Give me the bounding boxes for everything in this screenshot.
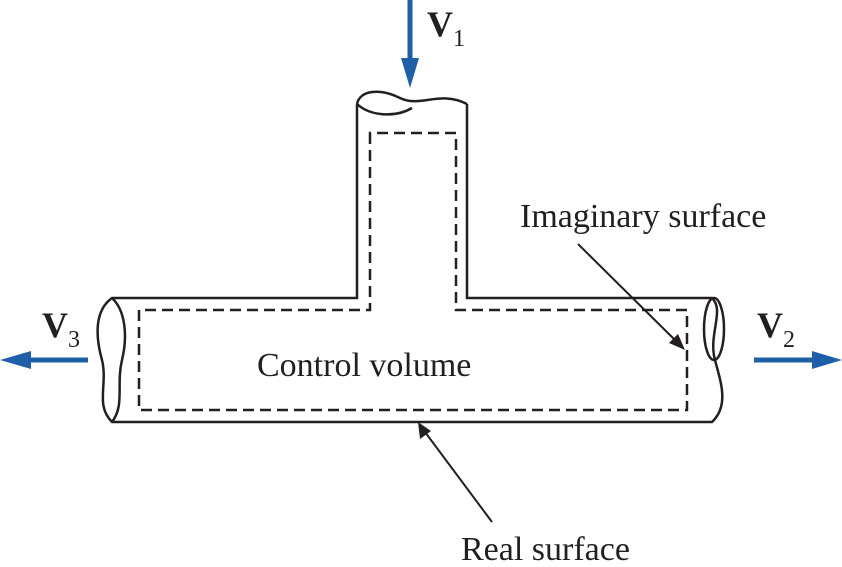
pipe-left-end	[110, 297, 127, 423]
v2-arrow	[754, 351, 842, 369]
real-surface-label: Real surface	[461, 531, 630, 567]
control-volume-label: Control volume	[257, 347, 471, 384]
pipe-real-surface	[96, 104, 724, 424]
control-volume-boundary	[137, 131, 689, 412]
real-surface-leader	[418, 422, 493, 523]
v1-arrow	[401, 0, 419, 88]
v3-arrow	[0, 351, 88, 369]
pipe-top-cut-back	[356, 103, 413, 116]
pipe-top-cut-edge	[355, 90, 468, 106]
v3-label: V3	[42, 305, 80, 353]
pipe-right-end	[702, 296, 726, 362]
v1-label: V1	[427, 4, 465, 52]
v2-label: V2	[757, 305, 795, 353]
imaginary-surface-leader	[577, 243, 685, 350]
imaginary-surface-label: Imaginary surface	[520, 198, 766, 235]
